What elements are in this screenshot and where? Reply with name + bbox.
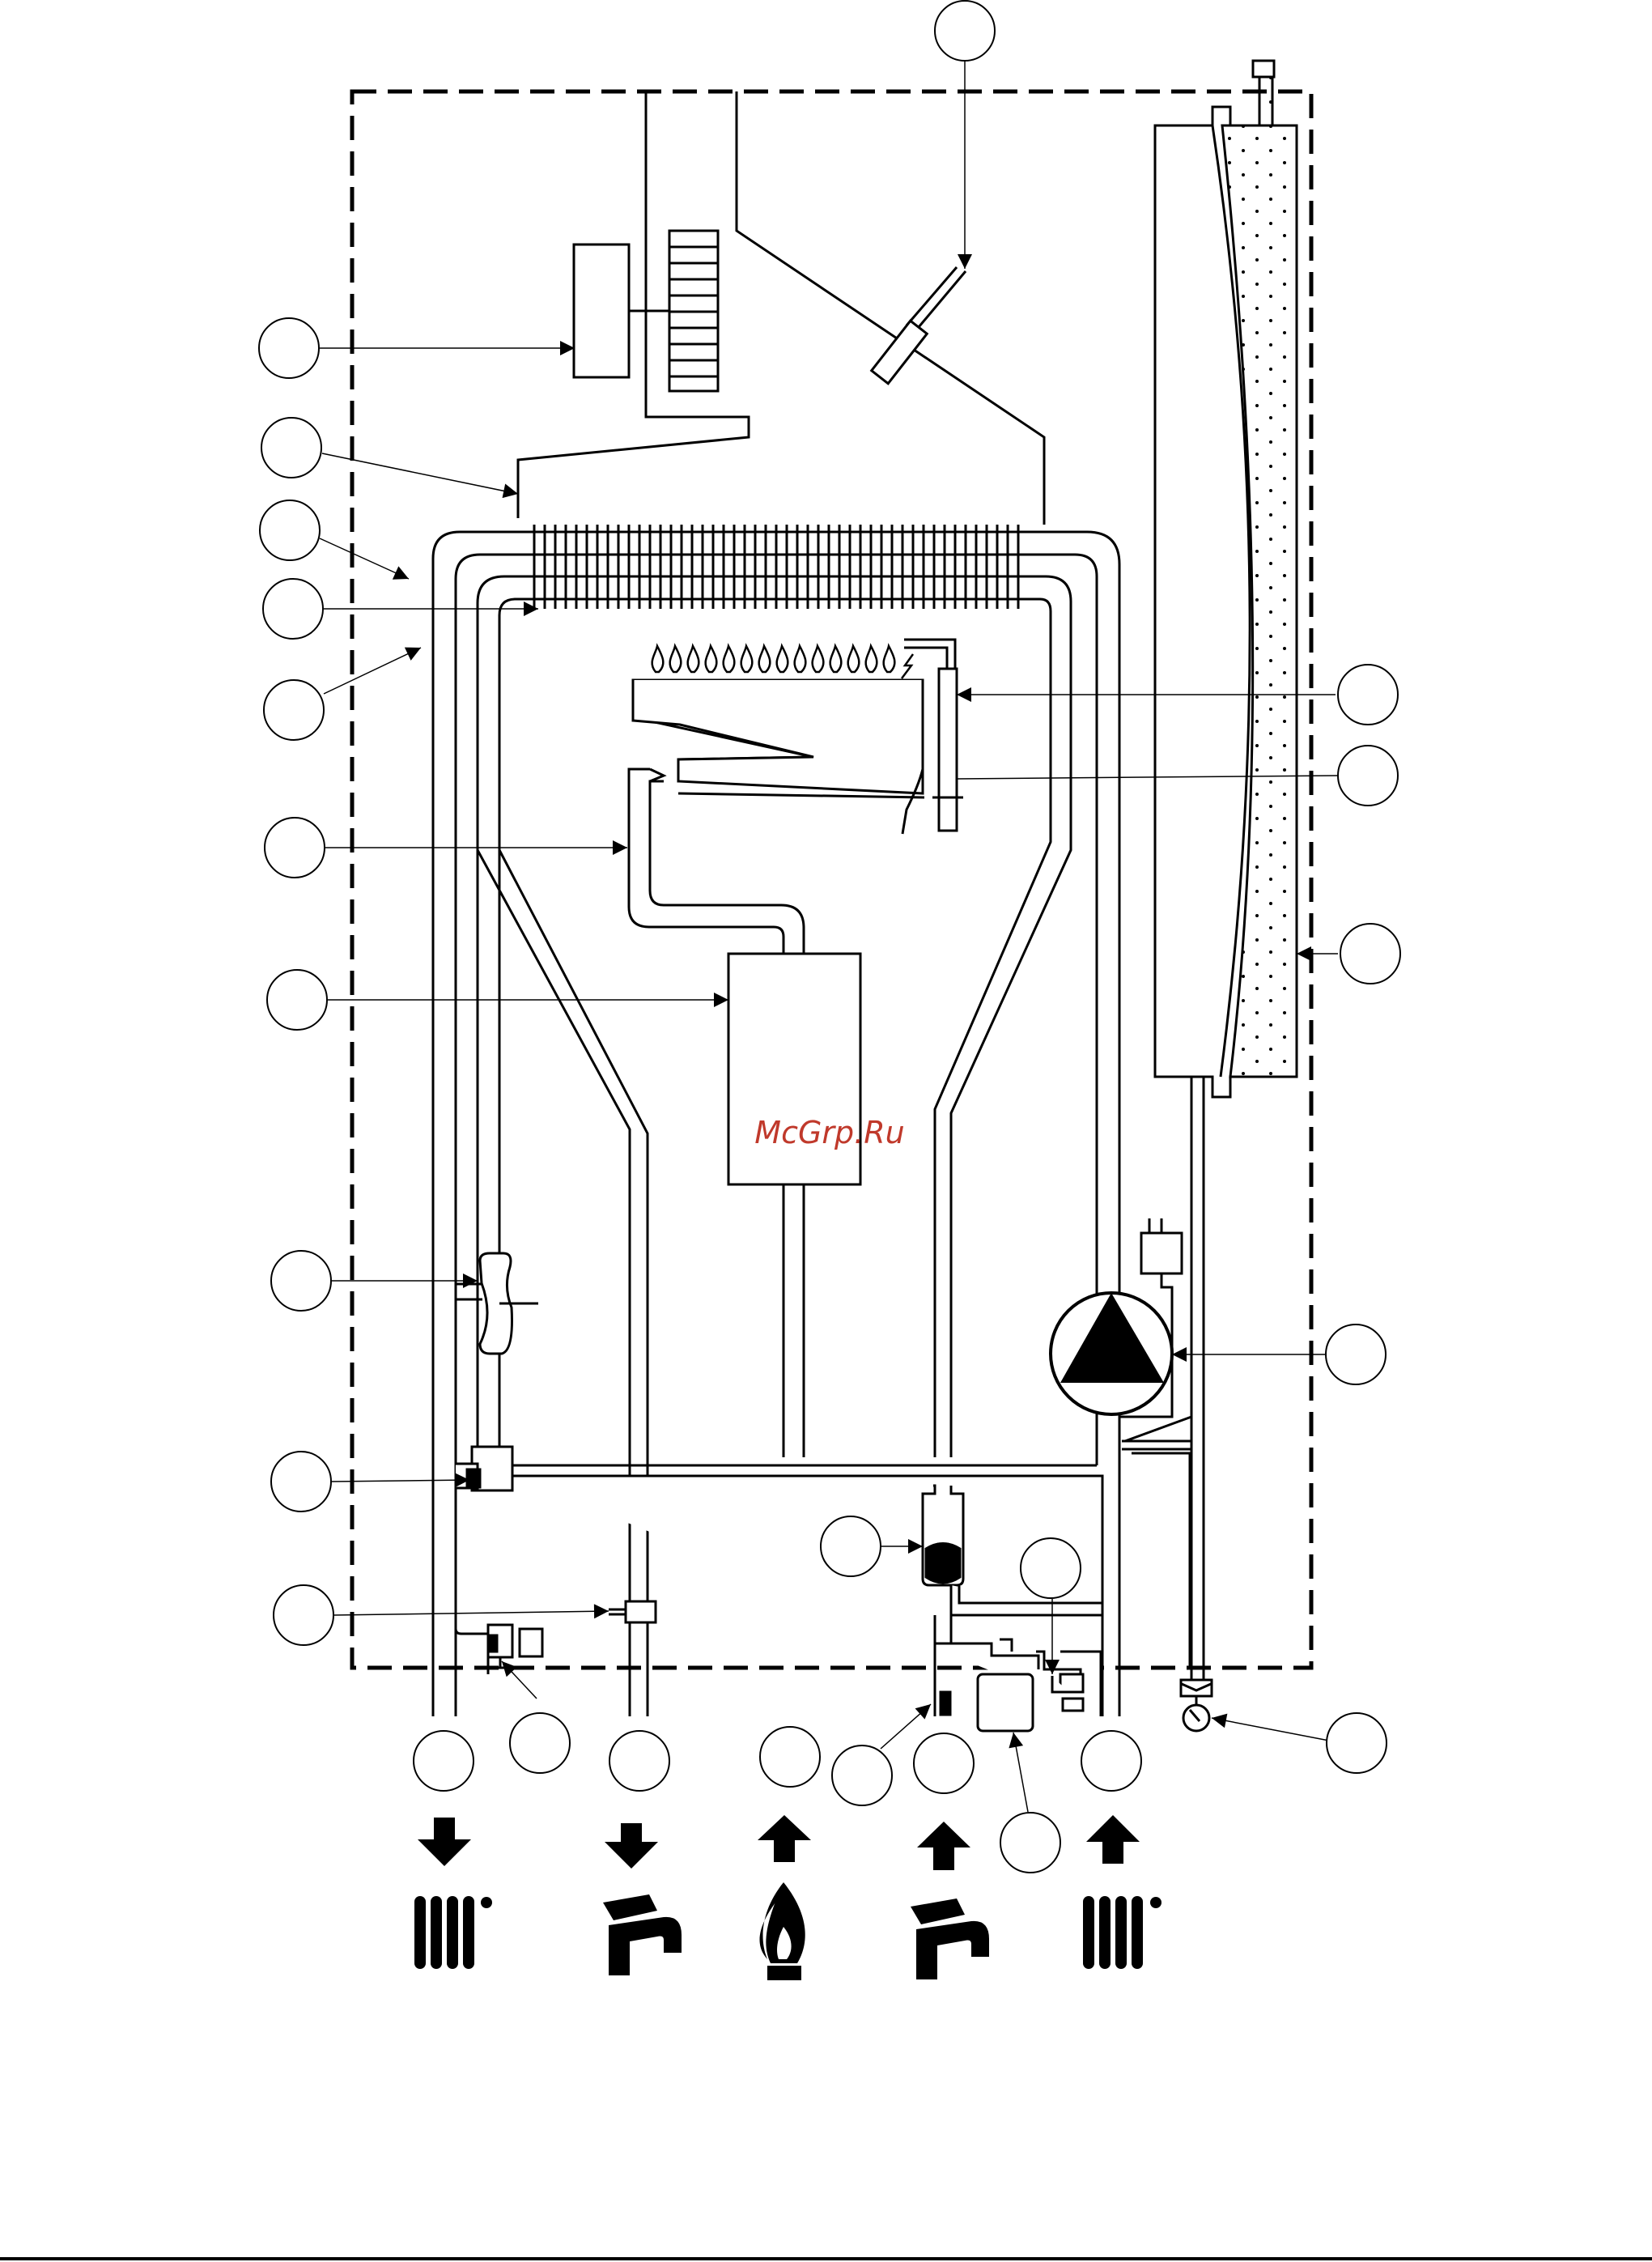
flue-assembly <box>516 91 1046 525</box>
callout-bypass <box>509 1712 571 1774</box>
callout-drain <box>831 1745 893 1806</box>
bypass-valve <box>454 1587 544 1674</box>
callout-detection-electrode <box>1337 745 1399 806</box>
dhw-sensor <box>624 1600 657 1624</box>
callout-gas-valve <box>266 969 328 1031</box>
callout-pressure-gauge <box>1326 1712 1387 1774</box>
electrode-block <box>904 638 963 832</box>
expansion-vessel <box>1153 59 1298 1099</box>
arrow-down-icon <box>605 1823 658 1869</box>
leader-lines <box>319 46 1338 1813</box>
tap-icon <box>603 1894 682 1975</box>
callout-diverter-valve <box>270 1451 332 1512</box>
callout-filter <box>1000 1812 1061 1873</box>
callout-gas-in <box>759 1726 821 1788</box>
burner-flames <box>651 643 896 674</box>
radiator-icon <box>1083 1896 1161 1969</box>
spark-icon <box>901 653 915 679</box>
tap-icon <box>911 1898 989 1979</box>
callout-fan-motor <box>258 317 320 379</box>
callout-pump <box>1325 1324 1387 1385</box>
flue-sensor <box>869 266 967 385</box>
callout-plate-exchanger <box>913 1733 975 1794</box>
callout-heating-flow <box>413 1730 474 1792</box>
arrow-down-icon <box>418 1818 471 1866</box>
callout-expansion-vessel <box>1340 923 1401 984</box>
callout-top-electrode <box>934 0 996 62</box>
pump <box>1049 1218 1192 1443</box>
callout-safety-valve <box>1020 1537 1081 1599</box>
gas-manifold <box>627 767 805 955</box>
callout-dhw-out <box>609 1730 670 1792</box>
casing-outline <box>350 89 1314 1670</box>
gas-flame-icon <box>759 1882 805 1980</box>
callout-dhw-sensor <box>273 1584 334 1646</box>
fan-motor <box>572 243 631 379</box>
callout-flow-sensor <box>259 500 321 561</box>
callout-flow-switch <box>820 1516 881 1577</box>
callout-overheat-thermostat <box>263 679 325 741</box>
pressure-switch <box>456 1252 538 1355</box>
pressure-gauge <box>1179 1678 1213 1733</box>
callout-ignition-electrode <box>1337 664 1399 725</box>
burner-body <box>631 678 925 835</box>
callout-flue-hood <box>261 417 322 478</box>
callout-burner-manifold <box>264 817 325 878</box>
arrow-up-icon <box>1086 1815 1140 1864</box>
callout-pressure-switch <box>270 1250 332 1312</box>
connection-arrows <box>418 1815 1140 1870</box>
callout-heat-exchanger <box>262 578 324 640</box>
watermark: McGrp.Ru <box>754 1115 904 1150</box>
arrow-up-icon <box>758 1815 811 1862</box>
heat-exchanger <box>533 525 1020 609</box>
gas-valve <box>727 952 862 1186</box>
callout-circles <box>258 0 1401 1873</box>
flow-switch <box>921 1484 1102 1617</box>
radiator-icon <box>414 1896 492 1969</box>
arrow-up-icon <box>917 1822 970 1870</box>
callout-heating-return <box>1081 1730 1142 1792</box>
